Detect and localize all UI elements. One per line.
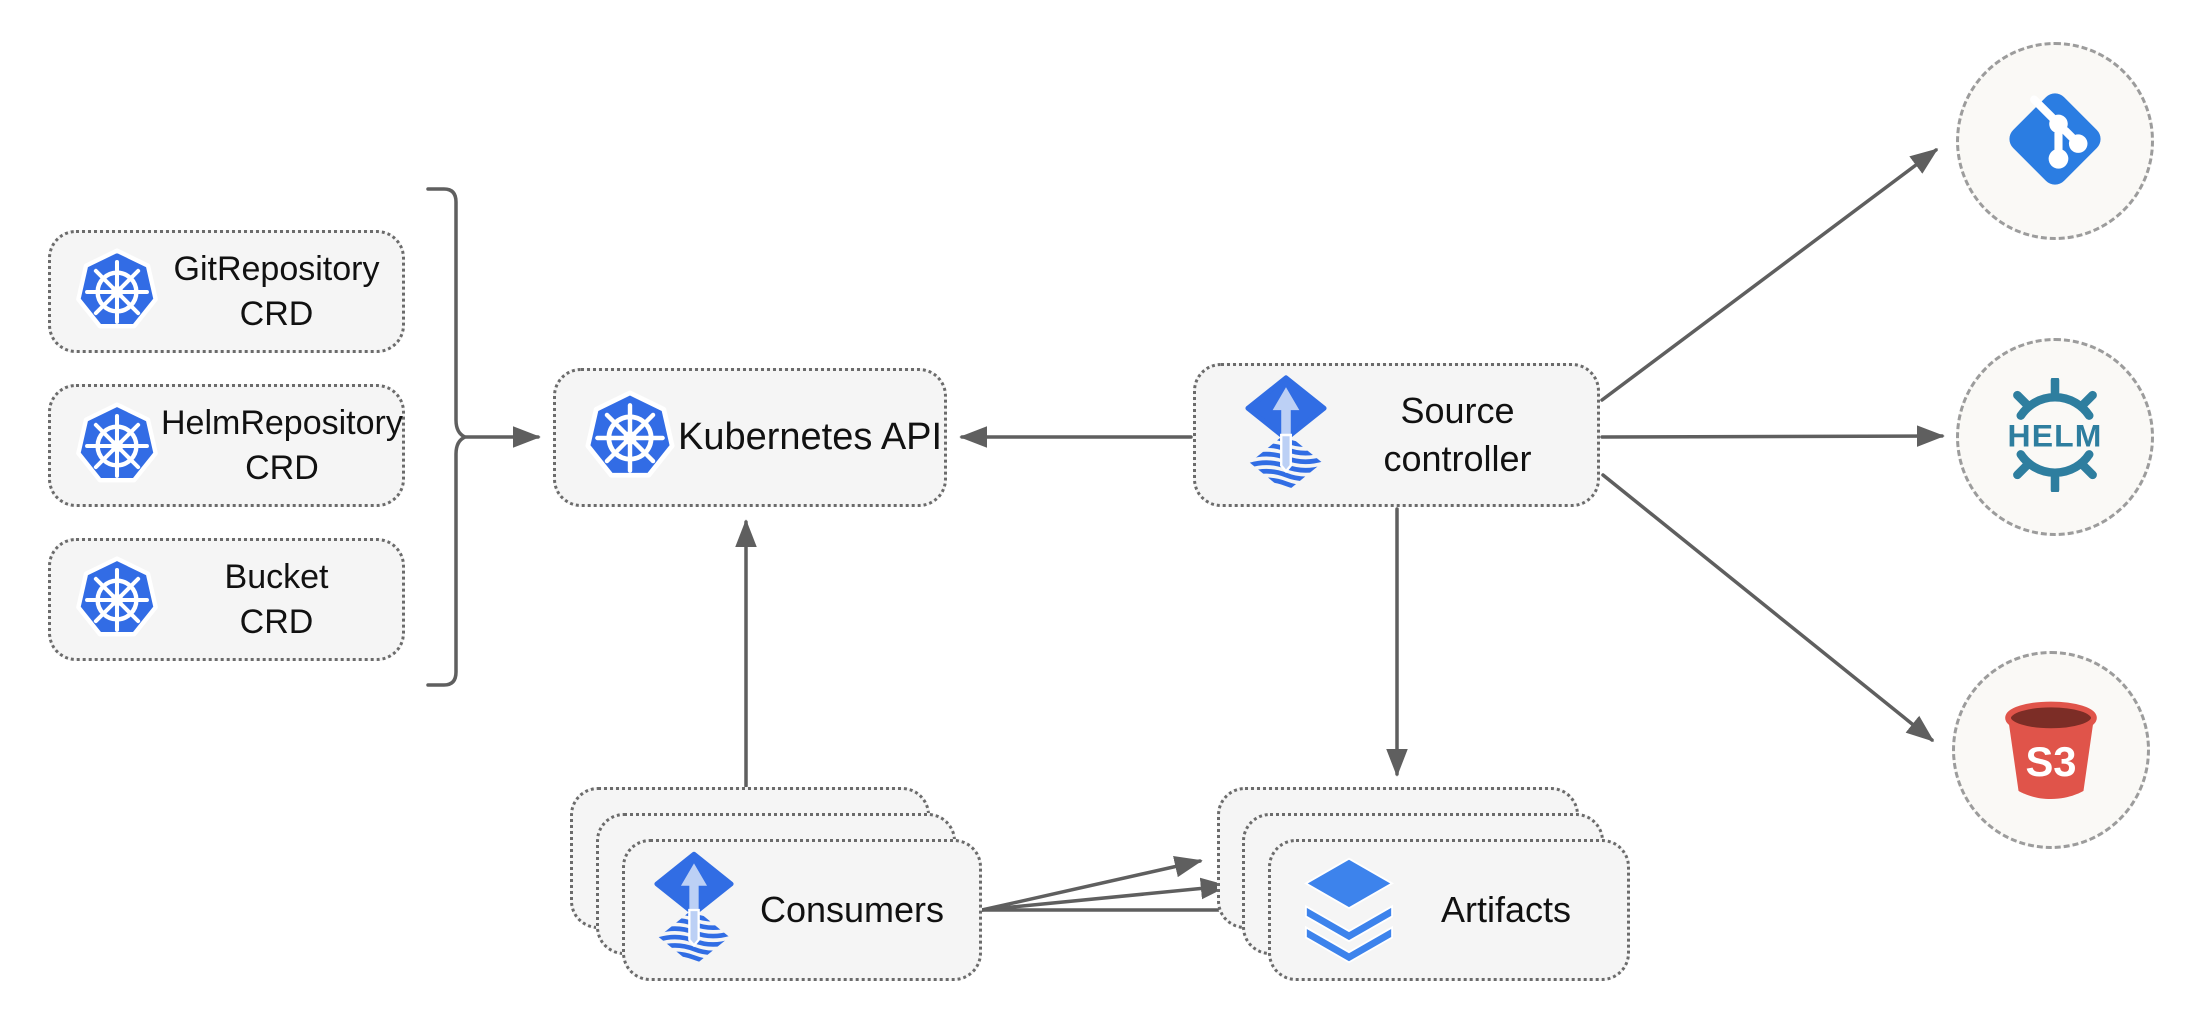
arrow-consumers-to-artifacts-middle xyxy=(980,877,1229,912)
helm-icon: HELM xyxy=(1992,375,2118,497)
flux-icon xyxy=(653,851,735,969)
kubernetes-icon xyxy=(73,555,161,644)
node-git-source xyxy=(1956,42,2154,240)
s3-wordmark: S3 xyxy=(2025,737,2076,784)
git-icon xyxy=(1997,81,2113,202)
kubernetes-icon xyxy=(73,247,161,336)
arrow-consumers-to-artifacts-back xyxy=(980,855,1203,912)
node-s3-source: S3 xyxy=(1952,651,2150,849)
arrow-source-controller-to-s3 xyxy=(1601,473,1935,742)
layers-icon xyxy=(1303,855,1395,965)
node-label: Consumers xyxy=(759,889,945,931)
s3-icon: S3 xyxy=(1993,690,2109,811)
node-label: Artifacts xyxy=(1440,889,1572,931)
kubernetes-icon xyxy=(582,389,678,486)
node-kubernetes-api: Kubernetes API xyxy=(553,368,947,507)
node-consumers: Consumers xyxy=(622,839,982,981)
node-artifacts: Artifacts xyxy=(1268,839,1630,981)
arrow-source-controller-to-git xyxy=(1600,148,1939,402)
helm-wordmark: HELM xyxy=(2008,417,2103,453)
node-helm-source: HELM xyxy=(1956,338,2154,536)
arrow-source-controller-to-helm xyxy=(1600,425,1945,447)
crd-group-bracket xyxy=(426,187,467,687)
node-label: Kubernetes API xyxy=(678,416,943,459)
kubernetes-icon xyxy=(73,401,161,490)
flux-icon xyxy=(1244,374,1328,496)
